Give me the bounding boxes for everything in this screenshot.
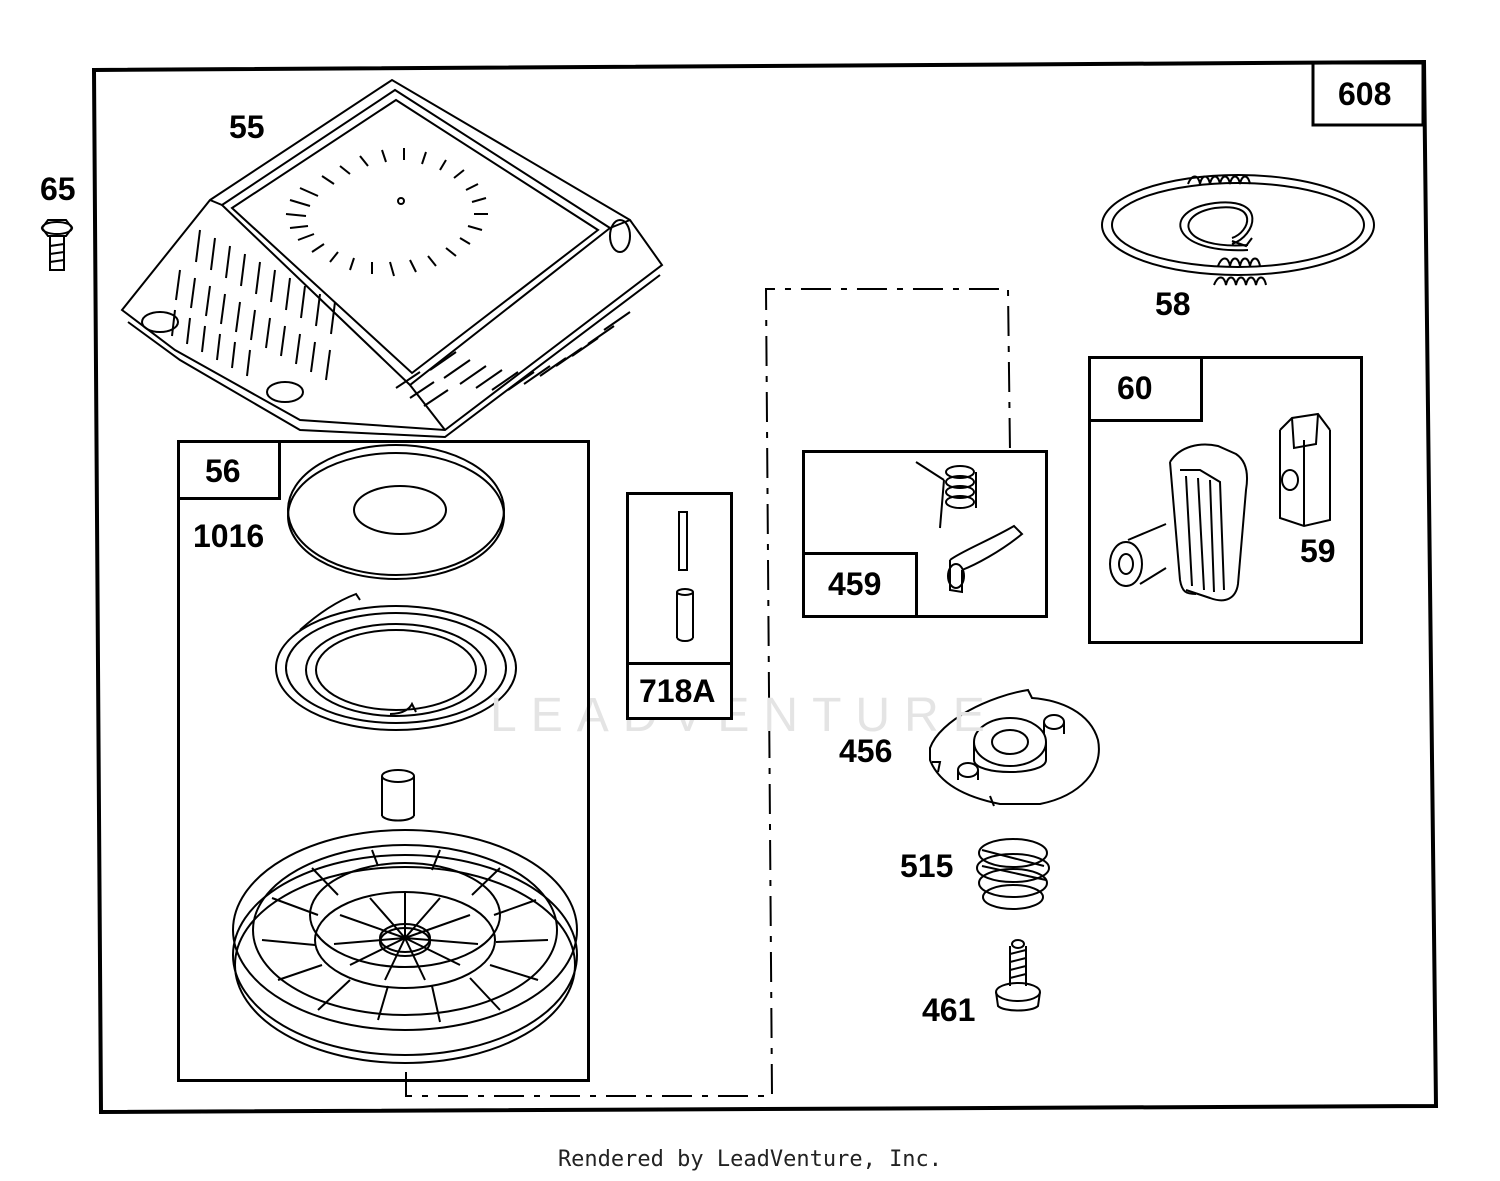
group-number: 608	[1338, 76, 1392, 112]
housing-55-drawing	[120, 78, 664, 439]
pins-718a-drawing	[676, 511, 694, 642]
footer-credit: Rendered by LeadVenture, Inc.	[557, 1147, 943, 1172]
callout-box-56	[177, 440, 281, 500]
part-number-55: 55	[229, 109, 265, 145]
handle-60-drawing	[1109, 443, 1248, 602]
callout-box-718a	[626, 662, 733, 720]
callout-box-459	[802, 552, 918, 618]
part-number-65: 65	[40, 171, 76, 207]
part-number-60: 60	[1117, 370, 1153, 406]
part-number-456: 456	[839, 733, 893, 769]
main-frame	[91, 59, 1439, 1115]
bolt-65-drawing	[40, 219, 74, 271]
part-number-459: 459	[828, 566, 882, 602]
rope-58-drawing	[1101, 174, 1375, 286]
part-number-59: 59	[1300, 533, 1336, 569]
group-tag-box	[1311, 61, 1425, 127]
part-number-461: 461	[922, 992, 976, 1028]
part-number-1016: 1016	[193, 518, 265, 554]
subassembly-box-459	[802, 450, 1048, 618]
part-number-58: 58	[1155, 286, 1191, 322]
dashed-connector	[405, 288, 1011, 1097]
pulley-assembly-drawing	[232, 444, 578, 1064]
watermark: LEADVENTURE	[490, 689, 999, 742]
part-number-56: 56	[205, 453, 241, 489]
part-number-515: 515	[900, 848, 954, 884]
pawl-spring-459-drawing	[915, 461, 1024, 594]
subassembly-box-56	[177, 440, 590, 1082]
part-number-718a: 718A	[639, 673, 716, 709]
subassembly-box-60	[1088, 356, 1363, 644]
callout-box-60	[1088, 356, 1203, 422]
cam-456-drawing	[929, 688, 1100, 807]
spring-515-drawing	[976, 838, 1050, 910]
insert-59-drawing	[1279, 412, 1331, 528]
screw-461-drawing	[995, 939, 1041, 1012]
